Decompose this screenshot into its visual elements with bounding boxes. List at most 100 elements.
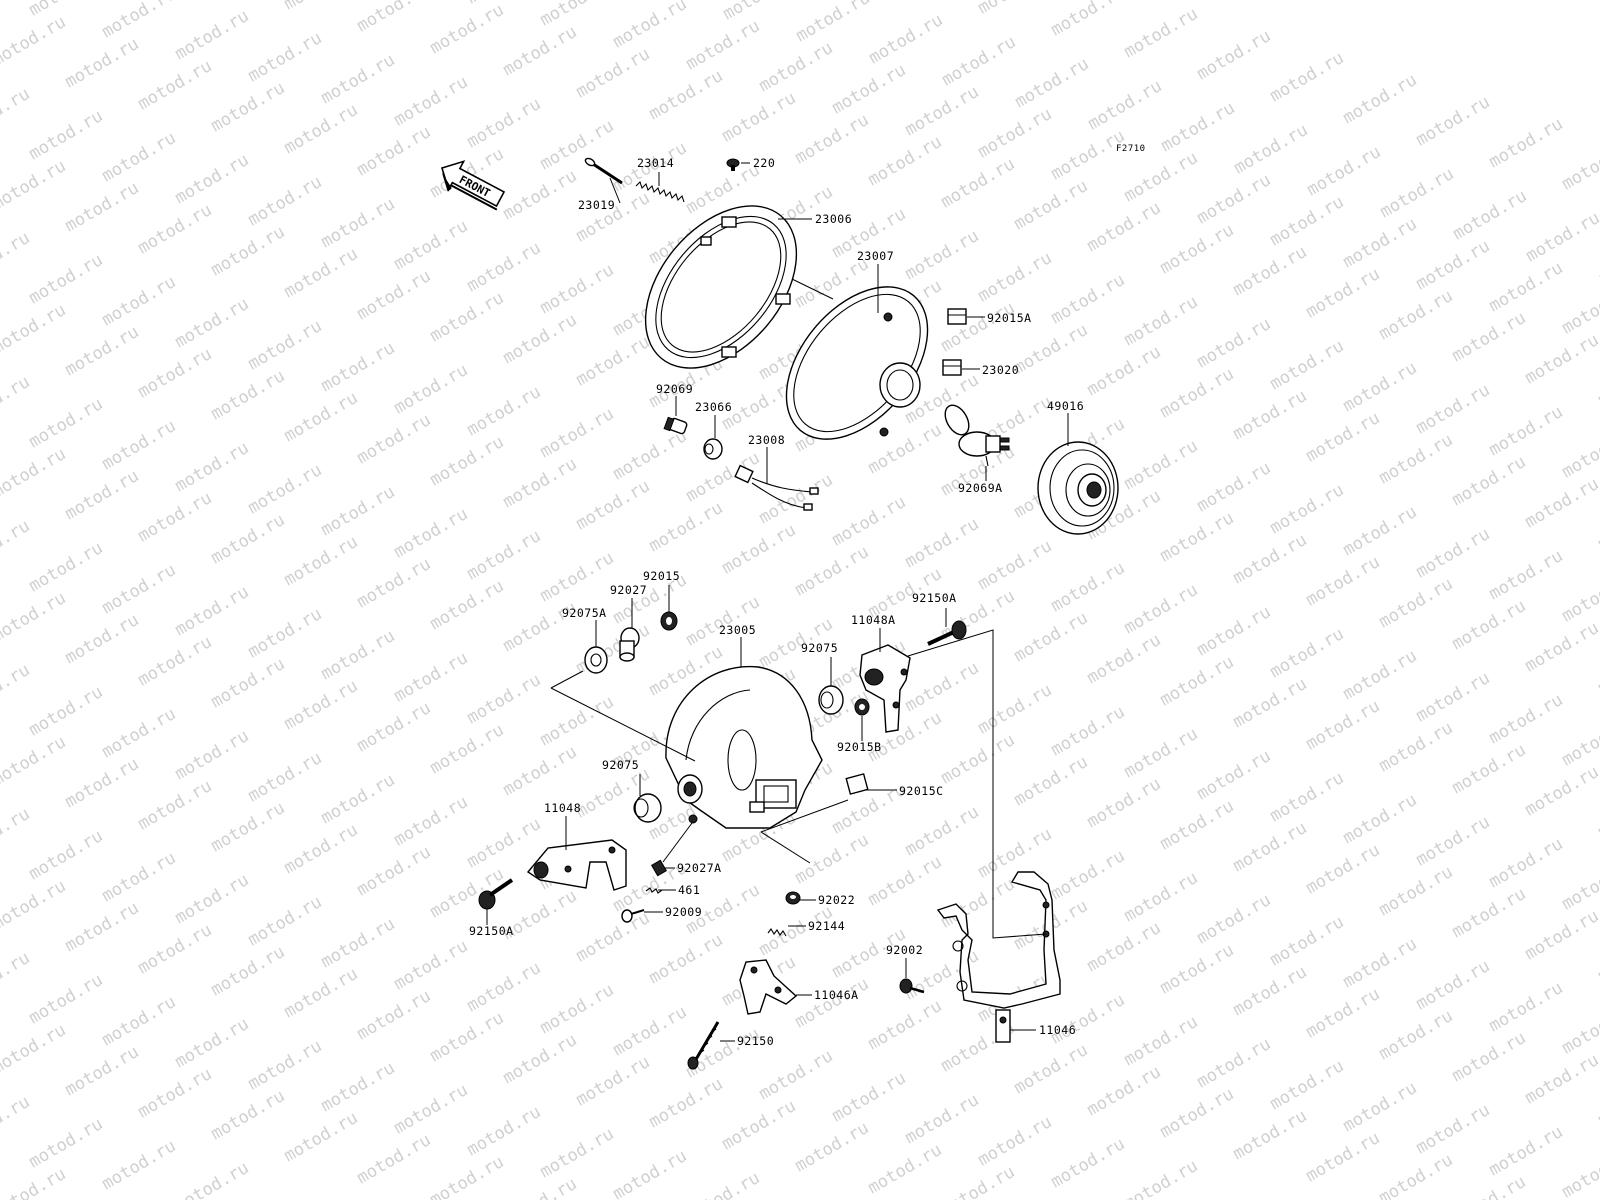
watermark-text: motod.ru [427, 1008, 508, 1066]
watermark-text: motod.ru [1522, 474, 1600, 532]
watermark-text: motod.ru [719, 88, 800, 146]
watermark-text: motod.ru [1376, 430, 1457, 488]
nut-23020-icon [942, 359, 962, 376]
watermark-text: motod.ru [208, 942, 289, 1000]
washer-92075A-icon [584, 646, 608, 674]
watermark-text: motod.ru [1084, 342, 1165, 400]
watermark-text: motod.ru [792, 110, 873, 168]
watermark-text: motod.ru [500, 1030, 581, 1088]
watermark-text: motod.ru [1595, 352, 1600, 410]
watermark-text: motod.ru [391, 648, 472, 706]
watermark-text: motod.ru [1340, 502, 1421, 560]
watermark-text: motod.ru [1048, 990, 1129, 1048]
watermark-text: motod.ru [99, 704, 180, 762]
watermark-text: motod.ru [573, 908, 654, 966]
watermark-text: motod.ru [500, 454, 581, 512]
watermark-text: motod.ru [62, 610, 143, 668]
callout-23066: 23066 [695, 400, 732, 414]
watermark-text: motod.ru [99, 0, 180, 42]
watermark-text: motod.ru [1303, 408, 1384, 466]
watermark-text: motod.ru [0, 372, 33, 430]
watermark-text: motod.ru [427, 1152, 508, 1200]
watermark-text: motod.ru [1157, 220, 1238, 278]
watermark-text: motod.ru [975, 1112, 1056, 1170]
watermark-text: motod.ru [464, 0, 545, 8]
nut-92015B-icon [854, 698, 870, 716]
watermark-text: motod.ru [1048, 0, 1129, 40]
callout-23014: 23014 [637, 156, 674, 170]
watermark-text: motod.ru [1340, 790, 1421, 848]
callout-92069A: 92069A [958, 481, 1003, 495]
watermark-text: motod.ru [610, 1146, 691, 1200]
watermark-text: motod.ru [537, 1124, 618, 1182]
watermark-text: motod.ru [1595, 928, 1600, 986]
watermark-text: motod.ru [1340, 934, 1421, 992]
watermark-text: motod.ru [1048, 270, 1129, 328]
watermark-text: motod.ru [26, 250, 107, 308]
watermark-text: motod.ru [756, 38, 837, 96]
watermark-text: motod.ru [1230, 818, 1311, 876]
watermark-text: motod.ru [1194, 746, 1275, 804]
watermark-text: motod.ru [1413, 956, 1494, 1014]
watermark-text: motod.ru [0, 660, 33, 718]
watermark-text: motod.ru [793, 0, 874, 46]
watermark-text: motod.ru [902, 1090, 983, 1148]
callout-23005: 23005 [719, 623, 756, 637]
watermark-text: motod.ru [500, 166, 581, 224]
watermark-text: motod.ru [427, 0, 508, 58]
watermark-text: motod.ru [1449, 452, 1530, 510]
watermark-text: motod.ru [1559, 712, 1600, 770]
watermark-text: motod.ru [245, 172, 326, 230]
watermark-text: motod.ru [281, 388, 362, 446]
watermark-text: motod.ru [62, 178, 143, 236]
watermark-text: motod.ru [0, 12, 69, 70]
watermark-text: motod.ru [1522, 1050, 1600, 1108]
watermark-text: motod.ru [391, 72, 472, 130]
watermark-text: motod.ru [902, 514, 983, 572]
watermark-text: motod.ru [537, 116, 618, 174]
nut-92022-icon [785, 891, 801, 905]
watermark-text: motod.ru [281, 532, 362, 590]
watermark-text: motod.ru [1121, 292, 1202, 350]
watermark-text: motod.ru [1230, 242, 1311, 300]
watermark-text: motod.ru [464, 526, 545, 584]
watermark-text: motod.ru [427, 576, 508, 634]
watermark-text: motod.ru [792, 1118, 873, 1176]
watermark-text: motod.ru [26, 538, 107, 596]
watermark-text: motod.ru [1121, 148, 1202, 206]
watermark-text: motod.ru [1303, 984, 1384, 1042]
callout-11046A: 11046A [814, 988, 859, 1002]
watermark-text: motod.ru [135, 344, 216, 402]
watermark-text: motod.ru [1376, 718, 1457, 776]
watermark-text: motod.ru [1267, 192, 1348, 250]
watermark-text: motod.ru [208, 510, 289, 568]
watermark-text: motod.ru [1194, 170, 1275, 228]
watermark-text: motod.ru [281, 964, 362, 1022]
watermark-text: motod.ru [1194, 1034, 1275, 1092]
watermark-text: motod.ru [1340, 214, 1421, 272]
watermark-text: motod.ru [1486, 546, 1567, 604]
watermark-text: motod.ru [866, 10, 947, 68]
watermark-text: motod.ru [865, 1140, 946, 1198]
watermark-text: motod.ru [1121, 724, 1202, 782]
figure-code: F2710 [1116, 144, 1146, 154]
watermark-text: motod.ru [0, 444, 69, 502]
watermark-text: motod.ru [1157, 796, 1238, 854]
watermark-text: motod.ru [62, 34, 143, 92]
watermark-text: motod.ru [1011, 176, 1092, 234]
watermark-text: motod.ru [0, 84, 33, 142]
watermark-text: motod.ru [865, 132, 946, 190]
watermark-text: motod.ru [354, 554, 435, 612]
watermark-text: motod.ru [1376, 574, 1457, 632]
watermark-text: motod.ru [0, 732, 69, 790]
watermark-text: motod.ru [245, 892, 326, 950]
callout-labels: 23019 23014 220 23006 23007 92015A 23020… [469, 156, 1084, 1048]
watermark-text: motod.ru [1522, 906, 1600, 964]
watermark-text: motod.ru [1450, 186, 1531, 244]
screw-92009-icon [621, 909, 645, 923]
callout-92015C: 92015C [899, 784, 944, 798]
nut-92015-icon [660, 611, 678, 631]
watermark-text: motod.ru [26, 106, 107, 164]
watermark-text: motod.ru [1449, 884, 1530, 942]
watermark-text: motod.ru [1595, 1072, 1600, 1130]
